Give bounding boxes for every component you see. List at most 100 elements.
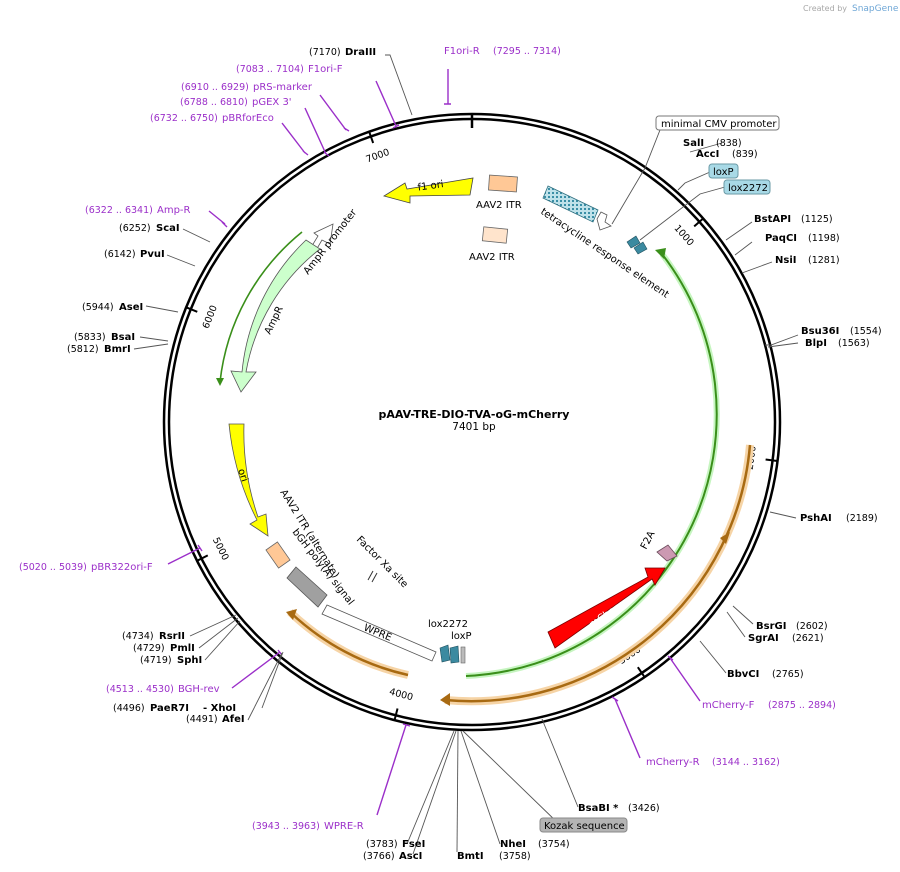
credit-prefix: Created by [803,4,847,13]
f2a-arrow [656,544,678,562]
orange-region2-arrowhead [286,609,297,620]
enzyme-pos-scai: (6252) [119,223,151,234]
enzyme-pos-sgrai: (2621) [792,633,824,644]
primer-mark-mcherry-f [667,655,701,702]
scale-tick [368,131,375,144]
scale-tick-label: 5000 [210,536,231,563]
enzyme-pmli: PmlI [170,643,195,654]
aav2-itr-alt-box [265,541,291,569]
enzyme-xhoi: - XhoI [203,703,236,714]
enzyme-pos-bbvci: (2765) [772,669,804,680]
enzyme-paqci: PaqCI [765,233,797,244]
primer-mark-bgh-rev [231,649,283,689]
enzyme-pshai: PshAI [800,513,832,524]
leader-pshai [769,511,797,519]
scale-tick [196,554,209,562]
factor-xa-mark [367,570,378,583]
enzyme-bmti: BmtI [457,851,484,862]
wpre-label: WPRE [362,623,393,644]
enzyme-asei: AseI [119,302,143,313]
enzyme-bsabi: BsaBI * [578,803,619,814]
ampr-green-arc [219,231,303,383]
enzyme-pos-draiii: (7170) [309,47,341,58]
kozak-label: Kozak sequence [544,821,625,832]
cmv-label: minimal CMV promoter [661,119,777,130]
enzyme-pos-sali: (838) [716,138,742,149]
leader-sali [689,142,723,153]
enzyme-pos-bsabi: (3426) [628,803,660,814]
leader-afei [247,652,283,721]
enzyme-pos-bsai: (5833) [74,332,106,343]
orange-region-glow [444,444,754,706]
enzyme-bmri: BmrI [104,344,131,355]
leader-draiii [385,54,413,116]
primer-mark-pgex3 [304,107,330,157]
mcherry-arrow [547,567,666,649]
loxp-inner-label: loxP [451,631,472,642]
enzyme-pos-asci: (3766) [363,851,395,862]
green-region-arc [465,253,718,677]
enzyme-scai: ScaI [156,223,180,234]
primer-range-f1ori-r: (7295 .. 7314) [493,46,561,57]
leader-scai [182,228,211,243]
primer-range-mcherry-r: (3144 .. 3162) [712,757,780,768]
enzyme-labels: (7170) DraIII SalI (838) AccI (839) BstA… [67,47,882,862]
leader-loxp [677,171,711,191]
leader-fsei [406,730,455,845]
cmv-label-box [655,115,780,131]
aav2-itr-label-2: AAV2 ITR [469,252,515,263]
scale-tick [637,666,646,678]
primer-amp-r: Amp-R [157,205,191,216]
enzyme-pos-bstapi: (1125) [801,214,833,225]
enzyme-rsrii: RsrII [159,631,185,642]
boxed-labels: minimal CMV promoter loxP lox2272 Kozak … [539,115,780,833]
kozak-label-box [539,817,628,833]
primer-range-pbrforeco: (6732 .. 6750) [150,113,218,124]
enzyme-pos-paqci: (1198) [808,233,840,244]
plasmid-name: pAAV-TRE-DIO-TVA-oG-mCherry [379,408,570,421]
primer-mark-pbrforeco [281,122,309,156]
credit-brand: SnapGene [852,4,899,14]
leader-kozak [462,730,561,826]
aav2-itr-box-1 [488,174,518,193]
enzyme-pos-sphi: (4719) [140,655,172,666]
scale-tick-label: 1000 [672,223,696,248]
primer-mark-f1ori-f [375,80,400,129]
enzyme-pvui: PvuI [140,249,165,260]
plasmid-size: 7401 bp [452,421,496,433]
enzyme-pos-nsii: (1281) [808,255,840,266]
leader-nsii [741,261,773,274]
loxp-site-top [626,235,641,249]
lox2272-site-top [633,241,648,255]
enzyme-pos-paer7i: (4496) [113,703,145,714]
enzyme-pos-bmri: (5812) [67,344,99,355]
enzyme-pos-pvui: (6142) [104,249,136,260]
leader-bsabi [541,718,579,808]
leader-paer7i [261,651,284,709]
enzyme-sphi: SphI [177,655,202,666]
enzyme-sgrai: SgrAI [748,633,779,644]
primer-range-wpre-r: (3943 .. 3963) [252,821,320,832]
enzyme-pos-afei: (4491) [186,714,218,725]
f1-ori-arrow [383,177,474,204]
loxp-label-box [708,163,739,179]
primer-pbr322ori-f: pBR322ori-F [91,562,153,573]
enzyme-pos-bsu36i: (1554) [850,326,882,337]
orange-region-arc [444,444,752,703]
primer-range-amp-r: (6322 .. 6341) [85,205,153,216]
enzyme-bsu36i: Bsu36I [801,326,839,337]
enzyme-pos-bmti: (3758) [499,851,531,862]
enzyme-pos-pshai: (2189) [846,513,878,524]
primer-wpre-r: WPRE-R [324,821,364,832]
leader-bsu36i [765,334,799,346]
leader-asci [412,730,457,855]
leader-bmti [456,730,459,853]
primer-range-pbr322ori-f: (5020 .. 5039) [19,562,87,573]
loxp-label: loxP [713,167,734,178]
primer-mark-mcherry-r [611,696,641,759]
lox2272-inner-label: lox2272 [428,619,468,630]
f2a-label: F2A [639,529,658,551]
leader-nhei [460,730,501,845]
scale-tick [693,217,704,228]
